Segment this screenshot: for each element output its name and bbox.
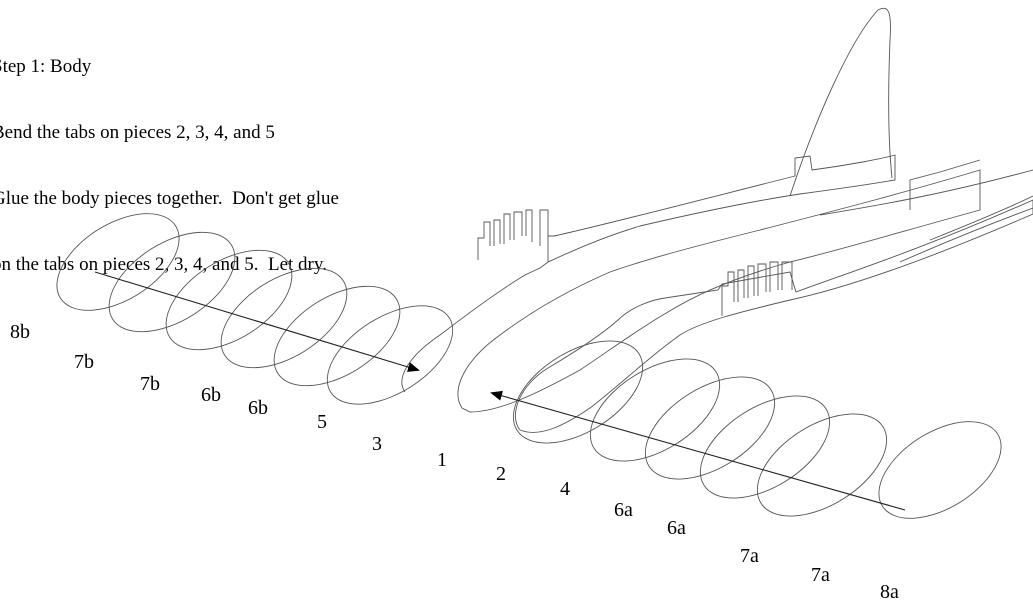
- piece-4-outline: [512, 340, 644, 444]
- piece-2-outline: [515, 199, 1033, 433]
- label-7a: 7a: [740, 545, 759, 567]
- piece-5-outline: [326, 305, 454, 405]
- label-6a: 6a: [667, 517, 686, 539]
- left-assembly-arrow: [94, 271, 420, 372]
- label-8a: 8a: [880, 581, 899, 603]
- piece-6a-outline: [644, 376, 776, 480]
- step-title: Step 1: Body: [0, 56, 92, 77]
- label-1: 1: [437, 449, 447, 471]
- label-6b: 6b: [201, 384, 221, 406]
- piece-3-outline: [401, 154, 896, 393]
- piece-6a-outline: [589, 358, 721, 462]
- piece-7b-outline: [165, 249, 293, 351]
- label-3: 3: [372, 433, 382, 455]
- label-7b: 7b: [140, 373, 160, 395]
- instruction-line-3: on the tabs on pieces 2, 3, 4, and 5. Le…: [0, 254, 327, 275]
- piece-7a-outline: [699, 395, 831, 499]
- piece-1-outline: [457, 169, 981, 413]
- fuselage-extension: [899, 195, 1033, 263]
- tail-fin-outline: [789, 7, 893, 197]
- label-7b: 7b: [74, 351, 94, 373]
- piece-8b-outline: [56, 213, 180, 311]
- label-8b: 8b: [10, 321, 30, 343]
- instructions-block: Step 1: Body Bend the tabs on pieces 2, …: [0, 12, 339, 320]
- label-2: 2: [496, 463, 506, 485]
- piece-6b-outline: [220, 267, 348, 369]
- label-5: 5: [317, 411, 327, 433]
- piece-3-tabs: [477, 209, 549, 260]
- piece-2-tabs: [721, 261, 793, 316]
- label-4: 4: [560, 478, 570, 500]
- piece-7b-outline: [108, 231, 236, 333]
- piece-8a-outline: [878, 421, 1002, 519]
- stabilizer-outline: [819, 159, 1033, 216]
- label-7a: 7a: [811, 564, 830, 586]
- label-6a: 6a: [614, 499, 633, 521]
- piece-6b-outline: [273, 285, 401, 387]
- right-assembly-arrow: [490, 390, 906, 511]
- instruction-line-2: Glue the body pieces together. Don't get…: [0, 188, 339, 209]
- piece-7a-outline: [756, 413, 888, 517]
- label-6b: 6b: [248, 397, 268, 419]
- instruction-line-1: Bend the tabs on pieces 2, 3, 4, and 5: [0, 122, 275, 143]
